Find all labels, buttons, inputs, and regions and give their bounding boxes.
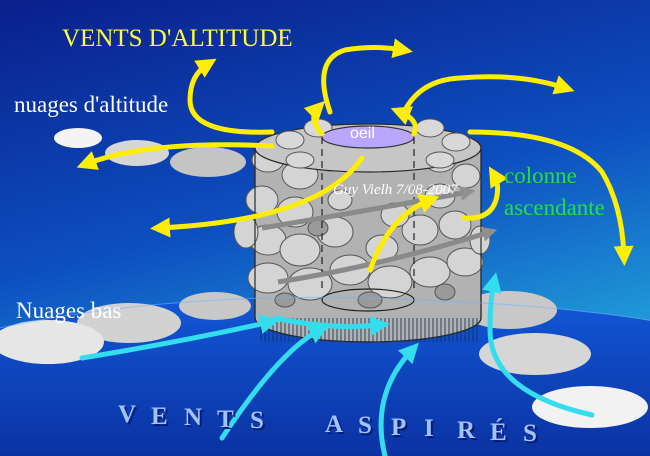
rotation-arrow: [261, 185, 476, 231]
eye-arrow: [390, 106, 418, 137]
inflow-winds-letter: V: [118, 401, 137, 428]
outflow-arrow: [401, 74, 575, 115]
signature: Guy Vielh 7/08-2007: [333, 182, 458, 198]
outflow-arrows: [76, 38, 634, 273]
outflow-arrow: [461, 166, 508, 221]
title-vents-altitude: VENTS D'ALTITUDE: [62, 25, 293, 52]
inflow-winds-letter: S: [523, 420, 537, 447]
low-cloud: [77, 303, 181, 343]
low-cloud: [179, 292, 251, 320]
cloud-column: [233, 118, 491, 343]
label-eye: oeil: [350, 125, 375, 142]
upper-cloud: [54, 128, 102, 148]
outflow-arrow: [187, 58, 275, 135]
inflow-arrows: [79, 272, 595, 456]
inflow-arrow: [378, 342, 419, 456]
eye-arrow: [303, 100, 326, 137]
inflow-arrow: [272, 315, 390, 336]
inflow-arrow: [482, 272, 595, 418]
low-cloud: [532, 386, 648, 428]
inflow-winds-letter: T: [217, 406, 234, 433]
inflow-winds-letter: E: [151, 403, 168, 430]
inflow-winds-letter: A: [325, 411, 344, 438]
inflow-winds-letter: S: [358, 412, 372, 439]
outflow-arrow: [367, 194, 440, 273]
label-upper-clouds: nuages d'altitude: [14, 92, 169, 117]
inflow-arrow: [219, 325, 329, 441]
low-cloud: [479, 333, 591, 375]
outflow-arrow: [321, 38, 413, 115]
inflow-winds-letter: N: [184, 404, 203, 431]
low-cloud: [461, 291, 557, 329]
outflow-arrow: [467, 129, 634, 266]
outflow-arrow: [76, 142, 275, 170]
inflow-arrow: [79, 314, 280, 361]
label-low-clouds: Nuages bas: [16, 298, 122, 323]
outflow-arrow: [150, 155, 365, 238]
inflow-winds-letter: I: [424, 415, 434, 442]
label-column-line2: ascendante: [504, 195, 605, 220]
inflow-winds-letter: R: [457, 417, 476, 444]
upper-cloud: [170, 147, 246, 177]
rotation-arrow: [277, 227, 498, 285]
inflow-winds-letter: P: [391, 414, 407, 441]
label-column-line1: colonne: [504, 163, 577, 188]
inflow-winds-letter: S: [250, 407, 264, 434]
inflow-winds-letter: É: [490, 419, 507, 446]
low-cloud: [0, 320, 104, 364]
